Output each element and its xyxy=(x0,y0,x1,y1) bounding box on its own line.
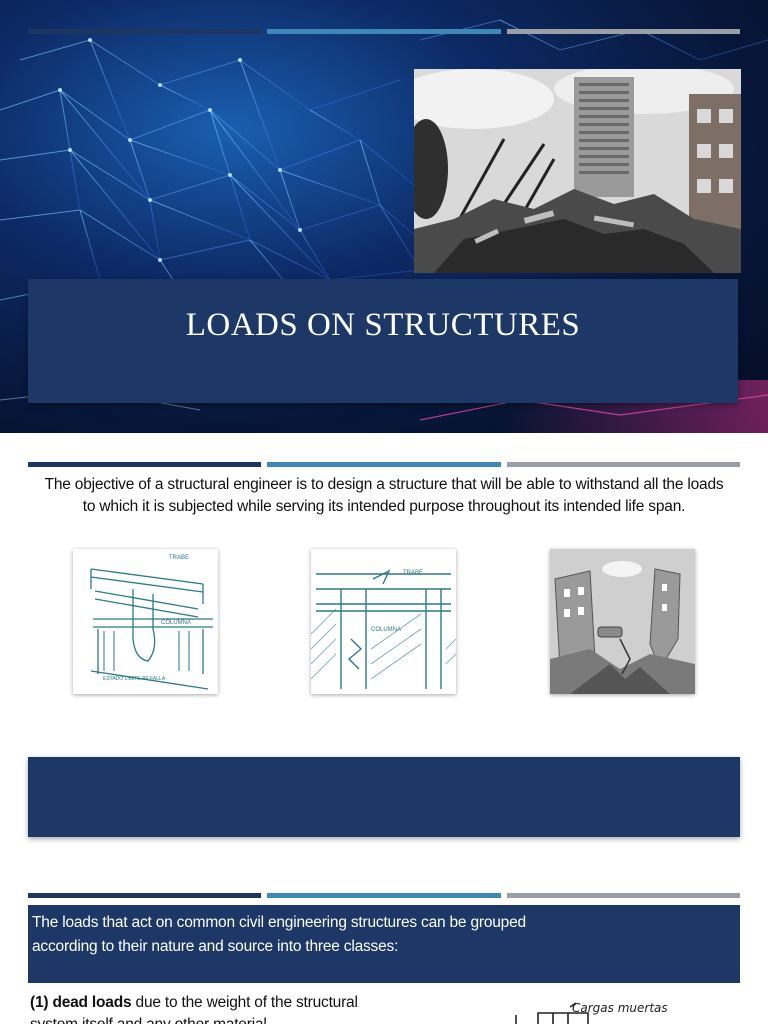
bar-teal xyxy=(267,462,501,467)
building-collapse-photo xyxy=(414,69,741,273)
title-box: LOADS ON STRUCTURES xyxy=(28,279,738,403)
earthquake-damage-cartoon xyxy=(550,549,695,694)
bar-navy xyxy=(28,893,262,898)
dead-loads-item: (1) dead loads due to the weight of the … xyxy=(30,992,390,1024)
bar-gray xyxy=(506,893,740,898)
cracked-column-sketch: TRABE COLUMNA xyxy=(311,549,456,694)
estado-limite-label: ESTADO LIMITE PE FALLA xyxy=(103,676,166,682)
cargas-muertas-label: Cargas muertas xyxy=(572,1001,668,1015)
loads-intro-box: The loads that act on common civil engin… xyxy=(28,905,740,983)
decorative-top-bars xyxy=(28,462,740,468)
decorative-top-bars xyxy=(28,29,740,35)
title-slide: LOADS ON STRUCTURES xyxy=(0,0,768,433)
decorative-top-bars xyxy=(28,893,740,899)
beam-column-failure-sketch: TRABE COLUMNA ESTADO LIMITE PE FALLA xyxy=(73,549,218,694)
trabe-label: TRABE xyxy=(169,555,189,561)
loads-intro-text: The loads that act on common civil engin… xyxy=(32,914,526,955)
dead-loads-text: due to the weight of the structural syst… xyxy=(30,994,358,1024)
empty-navy-panel xyxy=(28,757,740,837)
bar-navy xyxy=(28,29,262,34)
columna-label: COLUMNA xyxy=(371,627,401,633)
bar-teal xyxy=(267,29,501,34)
bar-teal xyxy=(267,893,501,898)
dead-loads-number: (1) xyxy=(30,994,49,1011)
dead-loads-term: dead loads xyxy=(52,994,132,1011)
bar-gray xyxy=(506,462,740,467)
trabe-label: TRABE xyxy=(403,570,423,576)
dead-loads-figure: Cargas muertas xyxy=(508,997,678,1024)
bar-gray xyxy=(506,29,740,34)
slide-title: LOADS ON STRUCTURES xyxy=(185,307,581,343)
bar-navy xyxy=(28,462,262,467)
objective-text: The objective of a structural engineer i… xyxy=(44,476,724,515)
objective-slide: The objective of a structural engineer i… xyxy=(0,433,768,863)
columna-label: COLUMNA xyxy=(161,620,191,626)
loads-classification-slide: The loads that act on common civil engin… xyxy=(0,863,768,1024)
